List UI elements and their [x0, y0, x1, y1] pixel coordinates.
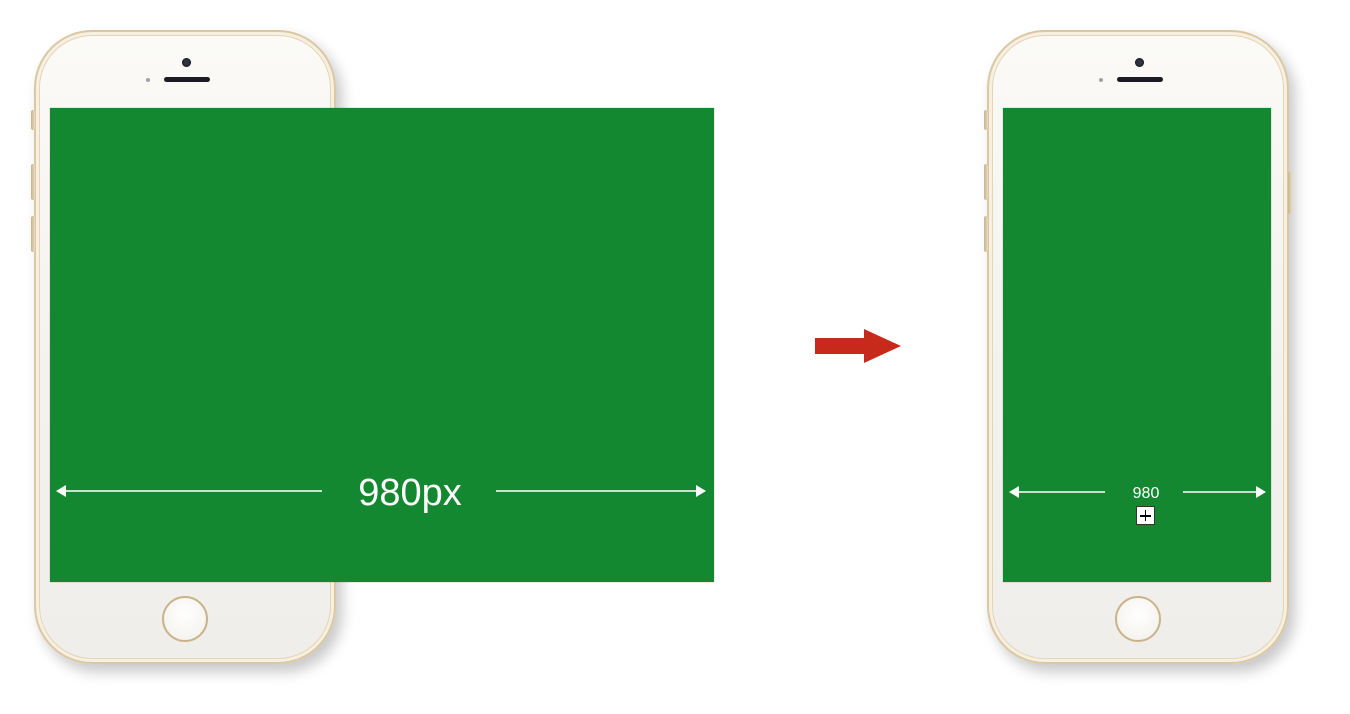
left-arrowhead-end-icon: [696, 485, 706, 497]
left-width-label: 980px: [358, 472, 462, 514]
proximity-sensor: [1099, 78, 1103, 82]
right-width-dimension: [1009, 486, 1266, 498]
power-button: [1288, 172, 1292, 214]
volume-down-button: [31, 216, 35, 252]
mute-switch: [984, 110, 988, 130]
volume-down-button: [984, 216, 988, 252]
crosshair-cursor-icon: [1136, 506, 1155, 525]
earpiece-speaker: [164, 77, 210, 82]
volume-up-button: [984, 164, 988, 200]
volume-up-button: [31, 164, 35, 200]
right-arrow-icon: [815, 329, 901, 363]
mute-switch: [31, 110, 35, 130]
home-button: [1115, 596, 1161, 642]
front-camera-icon: [1135, 58, 1144, 67]
front-camera-icon: [182, 58, 191, 67]
wide-viewport-screen: [50, 108, 714, 582]
left-width-dimension: [56, 485, 706, 497]
earpiece-speaker: [1117, 77, 1163, 82]
right-arrowhead-end-icon: [1256, 486, 1266, 498]
left-arrowhead-start-icon: [56, 485, 66, 497]
right-arrowhead-start-icon: [1009, 486, 1019, 498]
narrow-viewport-screen: [1003, 108, 1271, 582]
proximity-sensor: [146, 78, 150, 82]
home-button: [162, 596, 208, 642]
right-width-label: 980: [1132, 485, 1160, 502]
